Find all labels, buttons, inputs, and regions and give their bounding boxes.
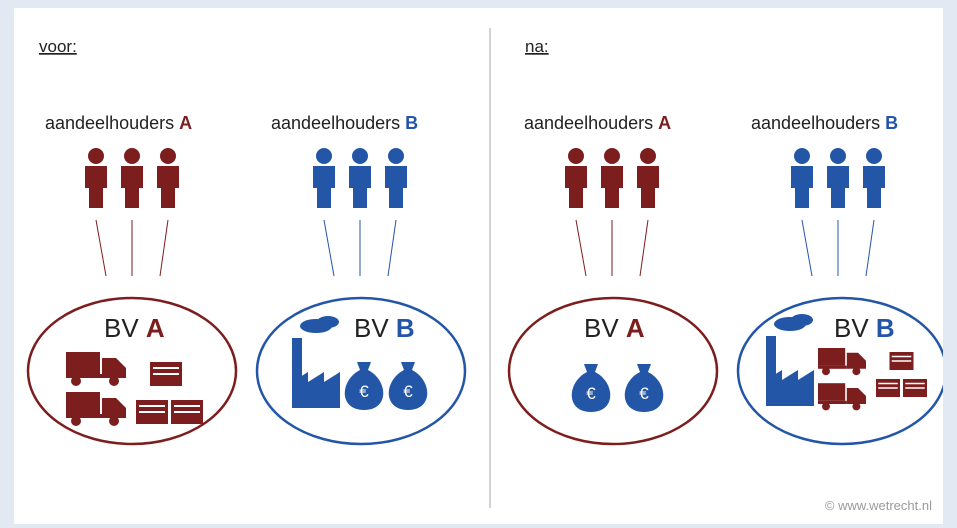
person-icon <box>349 148 371 208</box>
diagram-panel: voor: aandeelhouders A aandeelhouders B … <box>14 8 943 524</box>
heading-before: voor: <box>39 37 77 56</box>
person-icon <box>385 148 407 208</box>
diagram: voor: aandeelhouders A aandeelhouders B … <box>26 28 943 513</box>
connectors-b-after <box>801 219 875 277</box>
box-icon <box>889 352 914 370</box>
letter-a: A <box>146 313 165 343</box>
shareholders-b-before-icons <box>313 148 407 208</box>
person-icon <box>637 148 659 208</box>
label: BV <box>354 313 389 343</box>
shareholders-a-before-icons <box>85 148 179 208</box>
euro-symbol: € <box>639 384 649 403</box>
letter-b: B <box>876 313 895 343</box>
copyright-text: © www.wetrecht.nl <box>825 498 932 513</box>
bv-a-before-assets <box>66 352 203 426</box>
label: aandeelhouders <box>751 113 880 133</box>
connectors-a-before <box>95 219 169 277</box>
person-icon <box>791 148 813 208</box>
bv-a-after-label: BV A <box>584 313 645 343</box>
person-icon <box>313 148 335 208</box>
label: aandeelhouders <box>524 113 653 133</box>
shareholders-a-after-icons <box>565 148 659 208</box>
factory-icon <box>766 314 814 406</box>
letter-a: A <box>179 113 192 133</box>
bv-b-after-label: BV B <box>834 313 895 343</box>
connectors-b-before <box>323 219 397 277</box>
euro-symbol: € <box>586 384 596 403</box>
label: BV <box>834 313 869 343</box>
letter-b: B <box>396 313 415 343</box>
shareholders-b-after: aandeelhouders B <box>751 113 898 133</box>
bv-a-before-label: BV A <box>104 313 165 343</box>
shareholders-b-before: aandeelhouders B <box>271 113 418 133</box>
letter-b: B <box>885 113 898 133</box>
connectors-a-after <box>575 219 649 277</box>
truck-icon <box>66 392 126 426</box>
person-icon <box>85 148 107 208</box>
person-icon <box>827 148 849 208</box>
person-icon <box>863 148 885 208</box>
letter-a: A <box>658 113 671 133</box>
label: aandeelhouders <box>271 113 400 133</box>
shareholders-b-after-icons <box>791 148 885 208</box>
shareholders-a-after: aandeelhouders A <box>524 113 671 133</box>
bv-a-after-ellipse <box>507 296 719 446</box>
box-icon <box>876 379 900 397</box>
euro-symbol: € <box>359 382 369 401</box>
truck-icon <box>818 348 866 376</box>
letter-b: B <box>405 113 418 133</box>
letter-a: A <box>626 313 645 343</box>
euro-symbol: € <box>403 382 413 401</box>
truck-icon <box>66 352 126 386</box>
shareholders-a-before: aandeelhouders A <box>45 113 192 133</box>
label: BV <box>104 313 139 343</box>
person-icon <box>157 148 179 208</box>
box-icon <box>150 362 182 386</box>
box-icon <box>171 400 203 424</box>
factory-icon <box>292 316 340 408</box>
box-icon <box>903 379 927 397</box>
bv-b-before-label: BV B <box>354 313 415 343</box>
label: aandeelhouders <box>45 113 174 133</box>
truck-icon <box>818 383 866 411</box>
bv-b-after-ellipse <box>736 296 943 446</box>
person-icon <box>565 148 587 208</box>
bv-b-before-ellipse <box>255 296 467 446</box>
label: BV <box>584 313 619 343</box>
box-icon <box>136 400 168 424</box>
person-icon <box>121 148 143 208</box>
person-icon <box>601 148 623 208</box>
heading-after: na: <box>525 37 549 56</box>
bv-a-before-ellipse <box>26 296 238 446</box>
